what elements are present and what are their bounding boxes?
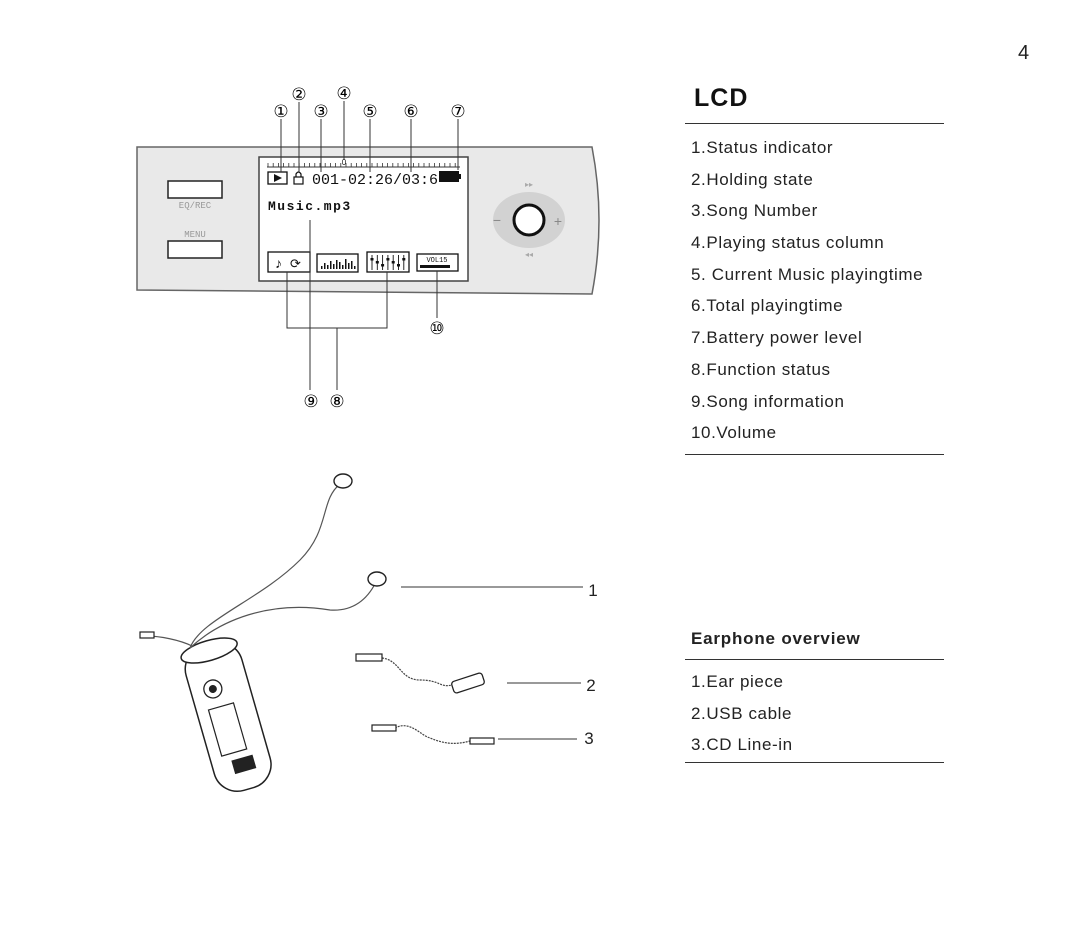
lcd-legend-item: 6.Total playingtime — [691, 296, 844, 316]
callout-2: ② — [291, 85, 306, 105]
callout-10: ⑩ — [429, 319, 444, 339]
lcd-list-bottom-divider — [685, 454, 944, 455]
lcd-legend-item: 8.Function status — [691, 359, 831, 379]
screen-song-text: Music.mp3 — [268, 199, 352, 214]
earphone-cables — [145, 483, 377, 649]
lcd-legend-item: 9.Song information — [691, 391, 845, 411]
equalizer-bar — [327, 265, 329, 269]
earphone-legend-item: 3.CD Line-in — [691, 735, 793, 754]
jog-center-button — [512, 203, 546, 237]
earphone-list-bottom-divider — [685, 762, 944, 763]
line-in-plug-right — [469, 737, 495, 745]
earphone-legend-item: 1.Ear piece — [691, 672, 784, 691]
callout-5: ⑤ — [362, 102, 377, 122]
callout-1: ① — [273, 102, 288, 122]
equalizer-bar — [336, 260, 338, 269]
line-in-plug-left — [371, 724, 397, 732]
rewind-icon: ◂◂ — [525, 250, 533, 259]
line-in-cable — [394, 725, 471, 744]
earphone-legend-item: 2.USB cable — [691, 703, 793, 723]
callout-4: ④ — [336, 84, 351, 104]
earphone-heading-divider — [685, 659, 944, 660]
lcd-legend-list: 1.Status indicator 2.Holding state 3.Son… — [691, 138, 923, 455]
equalizer-bar — [354, 266, 356, 269]
slider-knob — [397, 264, 400, 267]
battery-icon — [439, 171, 459, 182]
volume-bar — [420, 265, 450, 268]
equalizer-bar — [351, 261, 353, 269]
eq-rec-button — [167, 180, 223, 199]
equalizer-bar — [339, 262, 341, 269]
cable-clip — [139, 631, 155, 639]
menu-label: MENU — [184, 230, 206, 240]
mp3-player-body — [180, 637, 272, 792]
minus-icon: − — [493, 212, 501, 228]
slider-knob — [370, 258, 374, 261]
slider-knob — [391, 261, 395, 264]
lcd-legend-item: 3.Song Number — [691, 201, 818, 221]
earphone-heading: Earphone overview — [691, 629, 861, 648]
callout-6: ⑥ — [403, 102, 418, 122]
fast-forward-icon: ▸▸ — [525, 180, 533, 189]
callout-3: ③ — [313, 102, 328, 122]
lcd-legend-item: 4.Playing status column — [691, 233, 885, 253]
usb-cable — [381, 657, 453, 687]
equalizer-bar — [348, 263, 350, 269]
usb-plug-a — [451, 672, 485, 694]
repeat-icon: ⟳ — [290, 256, 301, 271]
progress-marker: 0 — [342, 158, 347, 167]
player-brand — [231, 754, 257, 775]
slider-knob — [375, 261, 379, 264]
ear-piece-right — [367, 571, 387, 587]
lcd-legend-item: 2.Holding state — [691, 169, 814, 189]
callout-9: ⑨ — [303, 392, 318, 412]
usb-plug-mini — [355, 653, 383, 662]
callout-8: ⑧ — [329, 392, 344, 412]
progress-ticks — [267, 163, 456, 167]
callout-7: ⑦ — [450, 102, 465, 122]
screen-time-text: 001-02:26/03:6 — [312, 172, 438, 189]
equalizer-bars — [321, 259, 356, 269]
ear-piece-left — [333, 473, 353, 489]
earphone-label-1: 1 — [588, 581, 597, 600]
eq-rec-label: EQ/REC — [179, 201, 212, 211]
player-screen — [207, 702, 248, 757]
slider-knob — [402, 258, 406, 261]
equalizer-bar — [333, 264, 335, 269]
volume-text: VOL15 — [426, 257, 447, 265]
music-note-icon: ♪ — [275, 255, 282, 271]
equalizer-bar — [342, 265, 344, 269]
earphone-leaders — [401, 586, 583, 740]
earphone-legend-list: 1.Ear piece 2.USB cable 3.CD Line-in — [691, 672, 793, 767]
menu-button — [167, 240, 223, 259]
play-icon — [274, 174, 282, 182]
lcd-legend-item: 5. Current Music playingtime — [691, 264, 924, 284]
plus-icon: + — [554, 213, 562, 229]
equalizer-bar — [321, 266, 323, 269]
lock-icon — [293, 176, 304, 185]
equalizer-bar — [324, 263, 326, 269]
page-number: 4 — [1018, 42, 1030, 64]
lcd-heading-divider — [685, 123, 944, 124]
earphone-label-2: 2 — [586, 676, 595, 695]
equalizer-bar — [345, 259, 347, 269]
lcd-heading: LCD — [694, 84, 749, 112]
lcd-legend-item: 7.Battery power level — [691, 328, 863, 348]
callout-leaders — [280, 101, 459, 390]
equalizer-bar — [330, 261, 332, 269]
earphone-label-3: 3 — [584, 729, 593, 748]
sliders-icon — [370, 255, 406, 270]
slider-knob — [386, 258, 390, 261]
lcd-legend-item: 10.Volume — [691, 423, 777, 443]
lcd-legend-item: 1.Status indicator — [691, 138, 834, 157]
slider-knob — [381, 264, 385, 267]
